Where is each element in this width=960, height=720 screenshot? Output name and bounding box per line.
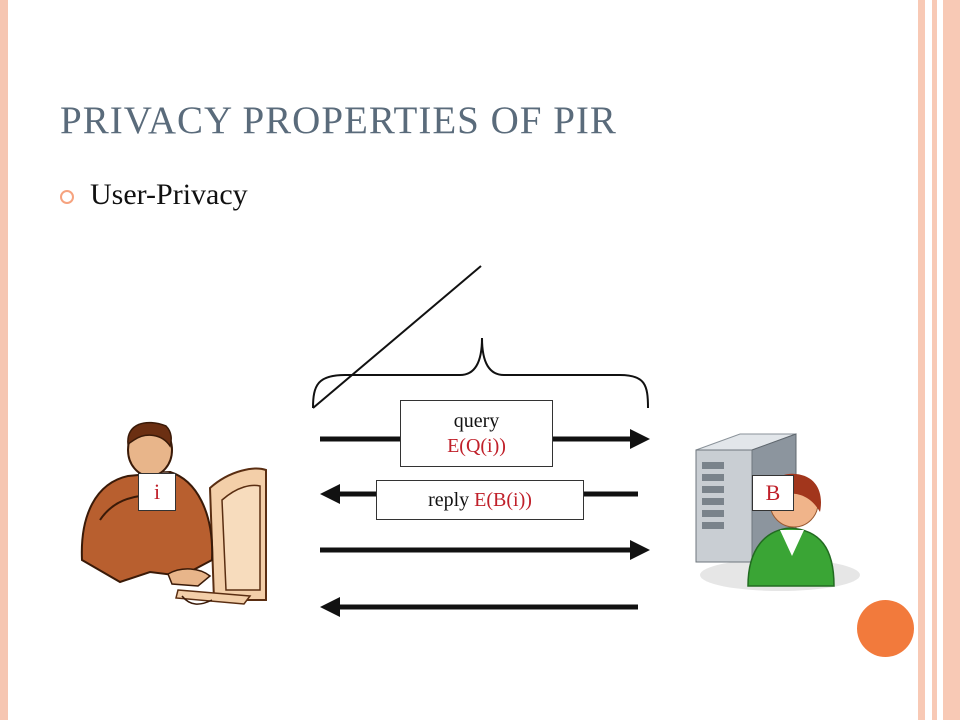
bullet-icon <box>60 190 74 204</box>
slide-title: PRIVACY PROPERTIES OF PIR <box>60 99 617 142</box>
bullet-text: User-Privacy <box>90 178 248 211</box>
decorative-orange-circle <box>857 600 914 657</box>
slide-frame-right-stripe <box>943 0 960 720</box>
slide-frame-right-stripe <box>918 0 925 720</box>
slide-frame-right-stripe <box>932 0 937 720</box>
reply-expression: E(B(i)) <box>474 489 532 511</box>
arrow-left <box>320 597 638 617</box>
slash-line <box>312 265 482 409</box>
arrow-right <box>320 540 650 560</box>
reply-word: reply <box>428 489 470 511</box>
user-index-label: i <box>138 473 176 511</box>
query-box: query E(Q(i)) <box>400 400 553 467</box>
reply-box: reply E(B(i)) <box>376 480 584 520</box>
curly-brace <box>312 337 649 409</box>
query-expression: E(Q(i)) <box>447 435 506 457</box>
database-label: B <box>752 475 794 511</box>
user-at-computer-icon <box>80 421 267 605</box>
query-word: query <box>453 410 500 432</box>
slide-frame-left <box>0 0 8 720</box>
